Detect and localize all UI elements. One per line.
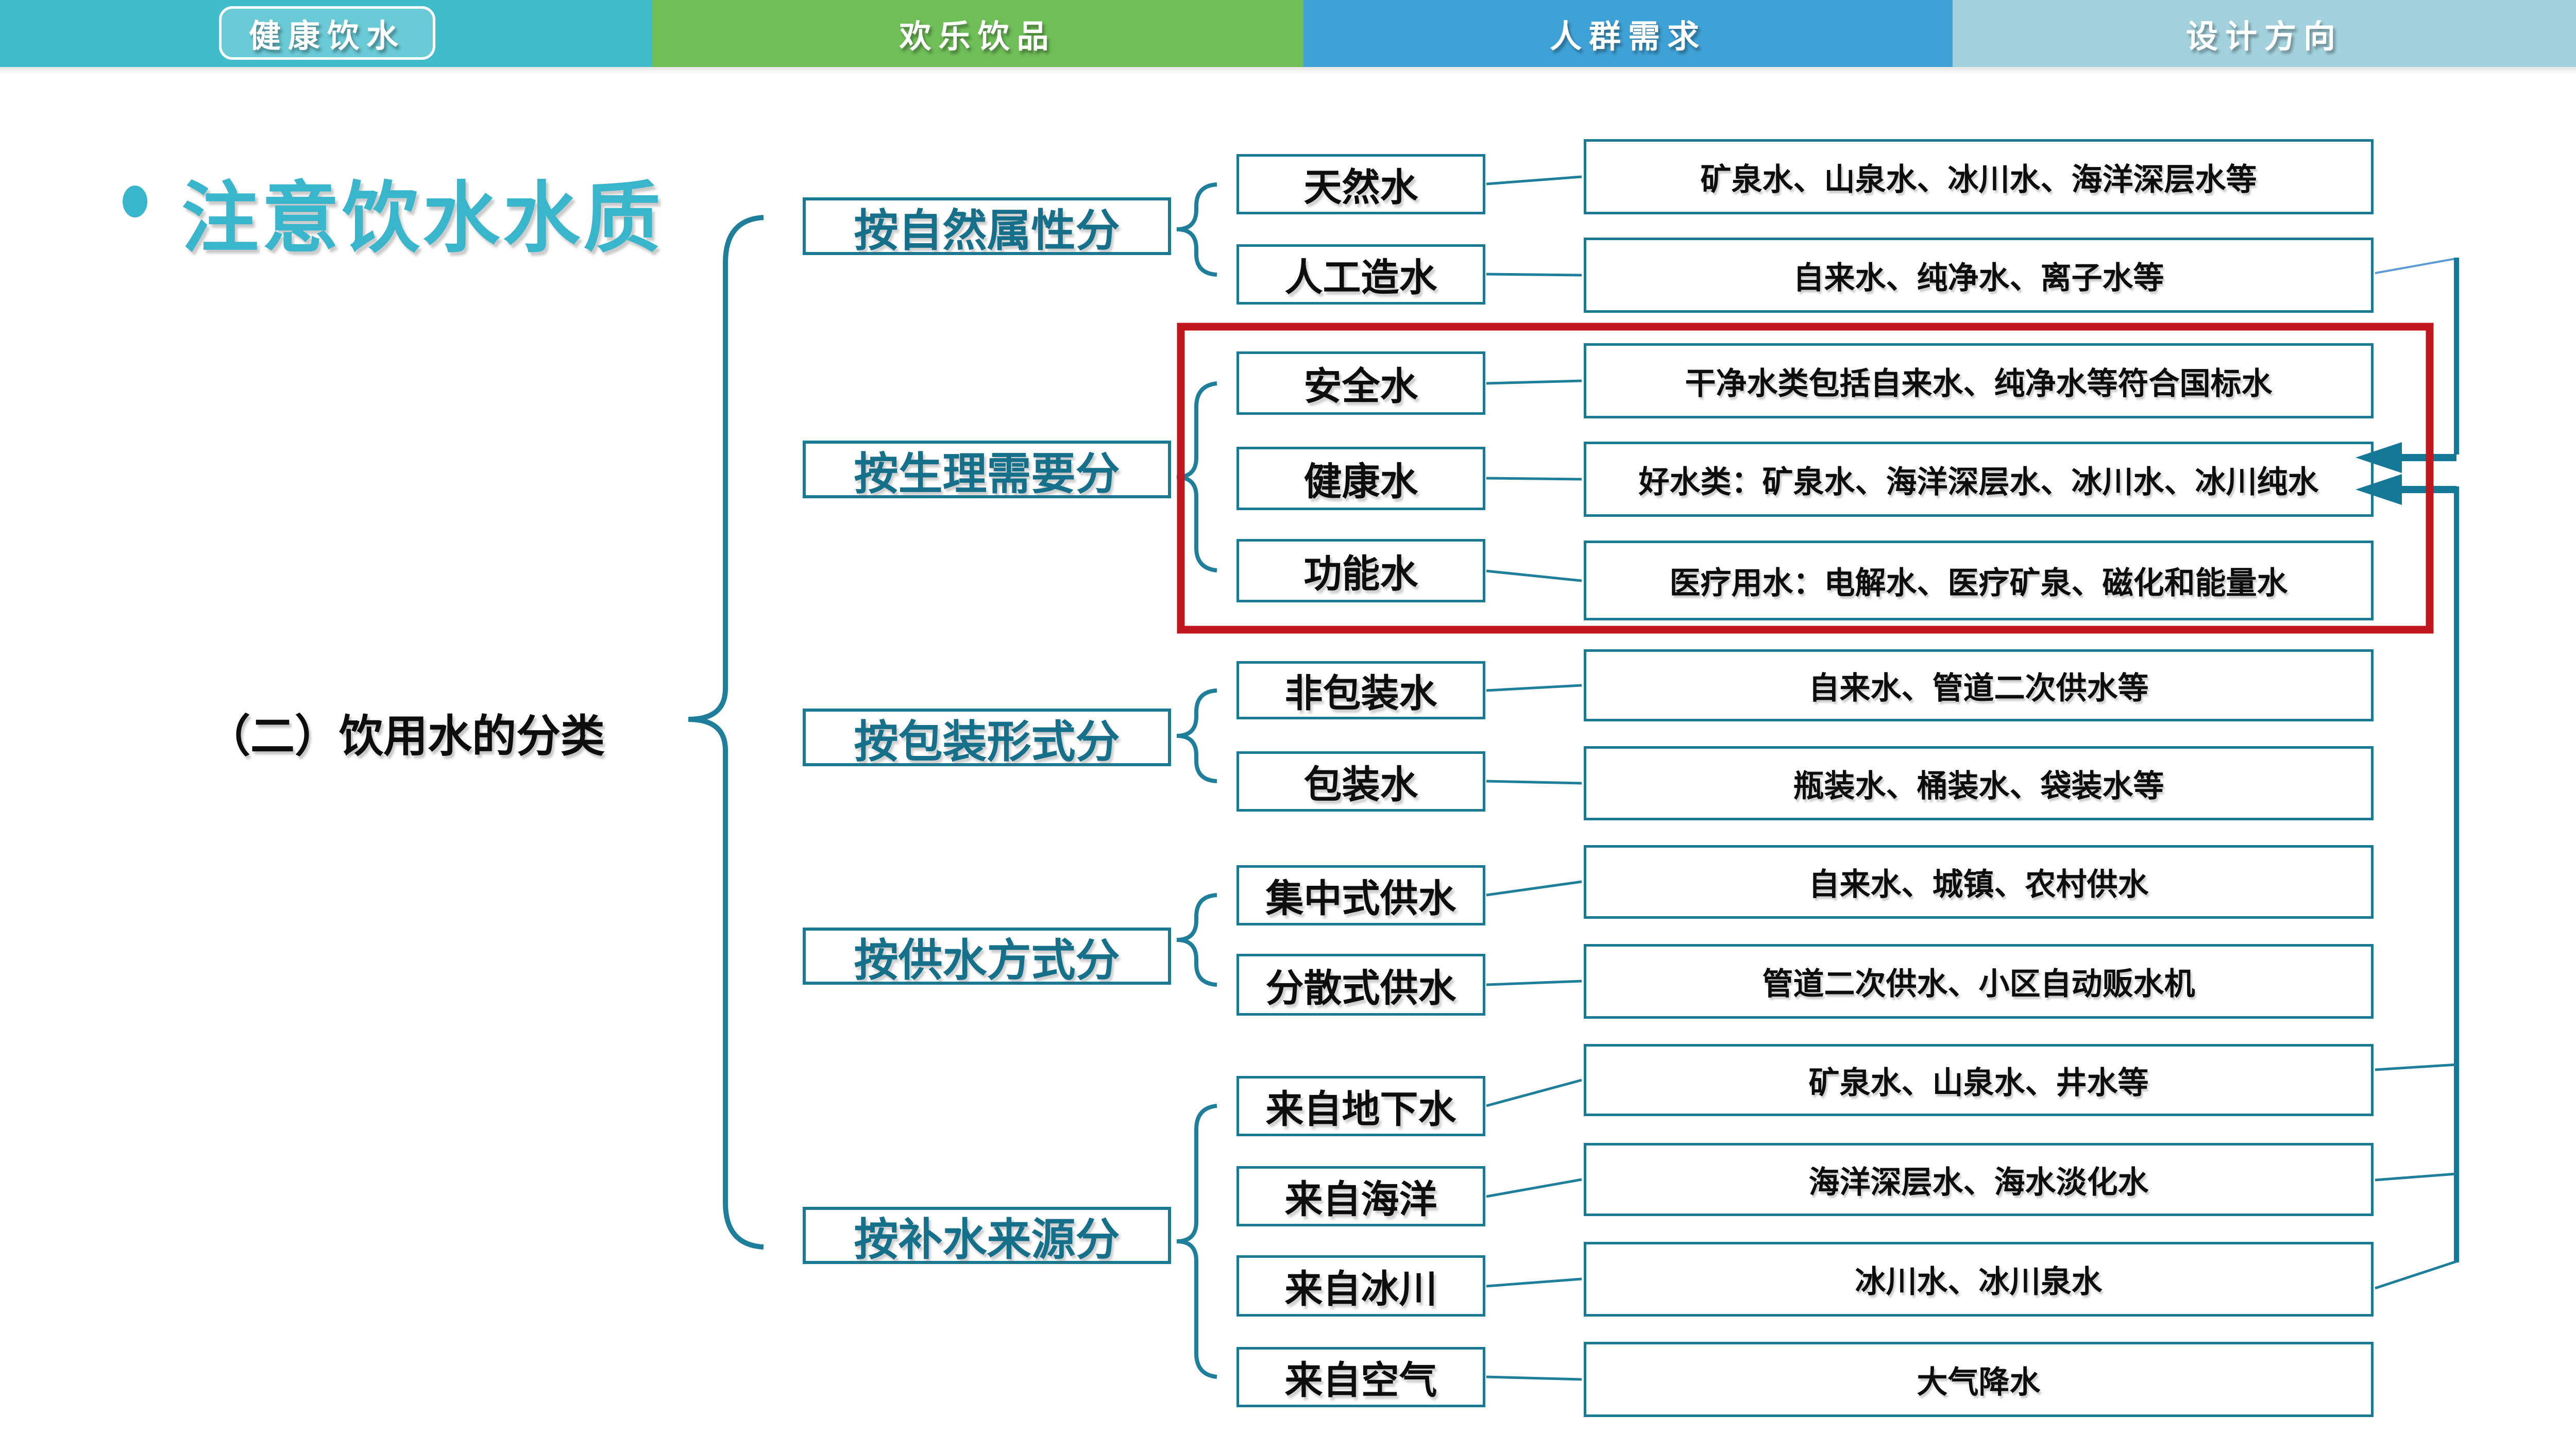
child-node: 功能水 bbox=[1236, 539, 1485, 602]
child-node: 天然水 bbox=[1236, 154, 1485, 214]
connector-line bbox=[1486, 880, 1582, 897]
result-node: 瓶装水、桶装水、袋装水等 bbox=[1584, 746, 2374, 820]
connector-line bbox=[1486, 569, 1582, 582]
result-node: 大气降水 bbox=[1584, 1342, 2374, 1417]
result-node: 自来水、纯净水、离子水等 bbox=[1584, 238, 2374, 313]
group-brace bbox=[1176, 381, 1217, 572]
tab-happy-beverage[interactable]: 欢乐饮品 bbox=[652, 0, 1303, 67]
connector-line bbox=[1486, 1178, 1582, 1198]
group-brace bbox=[1176, 893, 1217, 987]
result-node: 管道二次供水、小区自动贩水机 bbox=[1584, 944, 2374, 1019]
connector-line bbox=[1486, 175, 1582, 186]
tab-healthy-drinking[interactable]: 健康饮水 bbox=[0, 0, 652, 67]
group-node-natural: 按自然属性分 bbox=[803, 197, 1171, 256]
child-node: 健康水 bbox=[1236, 447, 1485, 510]
result-node: 自来水、管道二次供水等 bbox=[1584, 649, 2374, 721]
connector-line bbox=[1486, 684, 1582, 692]
result-node: 冰川水、冰川泉水 bbox=[1584, 1242, 2374, 1317]
tab-design-direction[interactable]: 设计方向 bbox=[1953, 0, 2576, 67]
link-line-glacier bbox=[2375, 1260, 2457, 1290]
link-line-groundwater bbox=[2375, 1063, 2457, 1071]
child-node: 来自空气 bbox=[1236, 1347, 1485, 1407]
connector-line bbox=[1486, 780, 1582, 785]
result-node: 好水类：矿泉水、海洋深层水、冰川水、冰川纯水 bbox=[1584, 442, 2374, 517]
result-node: 自来水、城镇、农村供水 bbox=[1584, 845, 2374, 919]
connector-line bbox=[1486, 477, 1582, 481]
link-line-tapwater bbox=[2375, 258, 2456, 274]
group-node-packaging: 按包装形式分 bbox=[803, 709, 1171, 767]
title-bullet-icon bbox=[123, 186, 147, 217]
connector-line bbox=[1486, 980, 1582, 986]
result-node: 干净水类包括自来水、纯净水等符合国标水 bbox=[1584, 343, 2374, 418]
page-title: 注意饮水水质 bbox=[181, 175, 664, 261]
group-brace bbox=[1176, 688, 1217, 783]
tab-label: 健康饮水 bbox=[248, 19, 405, 54]
connector-line bbox=[1486, 273, 1582, 277]
group-brace bbox=[1176, 1104, 1217, 1379]
result-node: 医疗用水：电解水、医疗矿泉、磁化和能量水 bbox=[1584, 541, 2374, 620]
child-node: 安全水 bbox=[1236, 351, 1485, 415]
child-node: 集中式供水 bbox=[1236, 865, 1485, 925]
link-line-ocean bbox=[2375, 1172, 2457, 1182]
child-node: 分散式供水 bbox=[1236, 954, 1485, 1016]
connector-line bbox=[1486, 1375, 1582, 1381]
tab-label: 设计方向 bbox=[2185, 19, 2343, 55]
navbar-shadow bbox=[0, 67, 2576, 74]
connector-line bbox=[1486, 1079, 1582, 1107]
child-node: 来自海洋 bbox=[1236, 1166, 1485, 1226]
child-node: 人工造水 bbox=[1236, 244, 1485, 305]
result-node: 矿泉水、山泉水、冰川水、海洋深层水等 bbox=[1584, 139, 2374, 214]
tab-label: 人群需求 bbox=[1549, 19, 1706, 55]
child-node: 来自地下水 bbox=[1236, 1076, 1485, 1136]
group-node-supply: 按供水方式分 bbox=[803, 928, 1171, 985]
child-node: 来自冰川 bbox=[1236, 1255, 1485, 1317]
group-node-physiology: 按生理需要分 bbox=[803, 441, 1171, 499]
result-node: 矿泉水、山泉水、井水等 bbox=[1584, 1044, 2374, 1116]
connector-line bbox=[1486, 1277, 1582, 1288]
result-node: 海洋深层水、海水淡化水 bbox=[1584, 1143, 2374, 1216]
group-node-source: 按补水来源分 bbox=[803, 1207, 1171, 1265]
group-brace bbox=[1176, 182, 1217, 277]
tab-label: 欢乐饮品 bbox=[899, 19, 1056, 55]
root-brace bbox=[688, 215, 764, 1250]
connector-line bbox=[1486, 379, 1582, 385]
tree-root-label: （二）饮用水的分类 bbox=[206, 712, 605, 761]
child-node: 非包装水 bbox=[1236, 661, 1485, 719]
child-node: 包装水 bbox=[1236, 751, 1485, 812]
tab-people-needs[interactable]: 人群需求 bbox=[1303, 0, 1953, 67]
active-tab-pill[interactable]: 健康饮水 bbox=[219, 6, 435, 60]
